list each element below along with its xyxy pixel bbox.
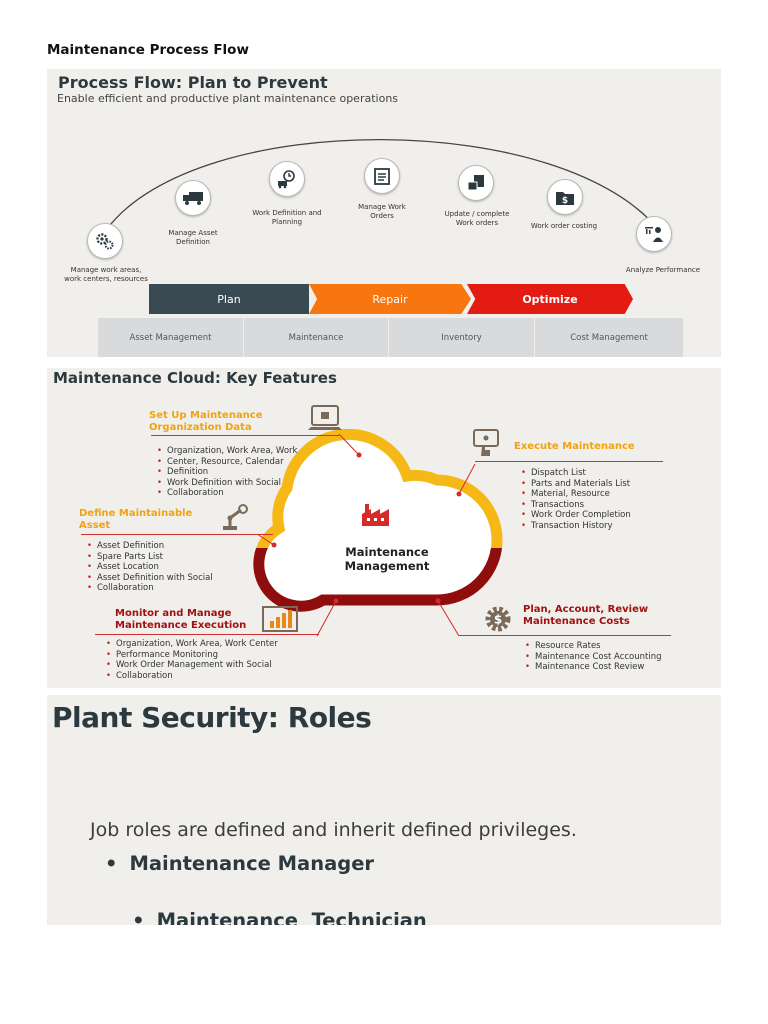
roles-title: Plant Security: Roles <box>52 701 372 734</box>
define-list: Asset Definition Spare Parts List Asset … <box>85 541 213 594</box>
plan-costs-list: Resource Rates Maintenance Cost Accounti… <box>523 641 662 673</box>
step-label-work-areas: Manage work areas, work centers, resourc… <box>64 266 148 283</box>
step-label-asset-definition: Manage Asset Definition <box>168 229 218 246</box>
dollar-gear-icon: $ <box>483 604 513 634</box>
process-flow-subtitle: Enable efficient and productive plant ma… <box>57 92 399 105</box>
define-title: Define Maintainable Asset <box>79 508 193 531</box>
area-maintenance: Maintenance <box>244 318 388 357</box>
monitor-list: Organization, Work Area, Work Center Per… <box>104 639 278 681</box>
truck-icon <box>175 180 211 216</box>
step-label-update-work-orders: Update / complete Work orders <box>444 210 510 227</box>
planning-icon <box>269 161 305 197</box>
phase-optimize: Optimize <box>467 284 633 314</box>
area-cost-management: Cost Management <box>535 318 683 357</box>
setup-rule <box>151 435 339 436</box>
factory-icon <box>359 502 395 528</box>
cloud-graphic <box>253 428 503 637</box>
gears-icon <box>87 223 123 259</box>
work-orders-icon <box>364 158 400 194</box>
area-asset-management: Asset Management <box>98 318 243 357</box>
touchscreen-icon <box>471 428 501 458</box>
svg-text:$: $ <box>494 613 502 627</box>
analyze-icon <box>636 216 672 252</box>
key-features-title: Maintenance Cloud: Key Features <box>53 369 337 387</box>
monitor-title: Monitor and Manage Maintenance Execution <box>115 608 247 631</box>
step-label-costing: Work order costing <box>530 222 598 230</box>
cloud-center-label: Maintenance Management <box>344 545 430 573</box>
performance-chart-icon <box>261 605 299 633</box>
process-flow-panel: Process Flow: Plan to Prevent Enable eff… <box>47 69 721 357</box>
process-arc <box>106 139 663 235</box>
roles-panel: Plant Security: Roles Job roles are defi… <box>47 695 721 925</box>
laptop-icon <box>307 404 343 434</box>
document-title: Maintenance Process Flow <box>47 42 249 58</box>
execute-list: Dispatch List Parts and Materials List M… <box>519 468 631 531</box>
key-features-panel: Maintenance Cloud: Key Features Maintena… <box>47 368 721 688</box>
area-inventory: Inventory <box>389 318 534 357</box>
process-flow-title: Process Flow: Plan to Prevent <box>58 73 328 92</box>
define-rule <box>81 534 273 535</box>
setup-title: Set Up Maintenance Organization Data <box>149 410 263 433</box>
svg-text:$: $ <box>562 196 568 206</box>
step-label-analyze: Analyze Performance <box>625 266 701 274</box>
role-item-manager: •Maintenance Manager <box>105 852 375 875</box>
execute-title: Execute Maintenance <box>514 441 635 452</box>
plan-costs-title: Plan, Account, Review Maintenance Costs <box>523 604 649 627</box>
costing-icon: $ <box>547 179 583 215</box>
role-item-technician: •Maintenance Technician <box>132 909 427 925</box>
robot-arm-icon <box>219 502 253 532</box>
update-icon <box>458 165 494 201</box>
step-label-work-orders: Manage Work Orders <box>358 203 406 220</box>
phase-repair: Repair <box>309 284 471 314</box>
execute-rule <box>475 461 663 462</box>
roles-intro: Job roles are defined and inherit define… <box>90 819 577 841</box>
monitor-rule <box>95 634 319 635</box>
step-label-work-definition: Work Definition and Planning <box>252 209 322 226</box>
setup-list: Organization, Work Area, Work Center, Re… <box>155 446 297 499</box>
phase-plan: Plan <box>149 284 309 314</box>
plan-costs-rule <box>459 635 671 636</box>
